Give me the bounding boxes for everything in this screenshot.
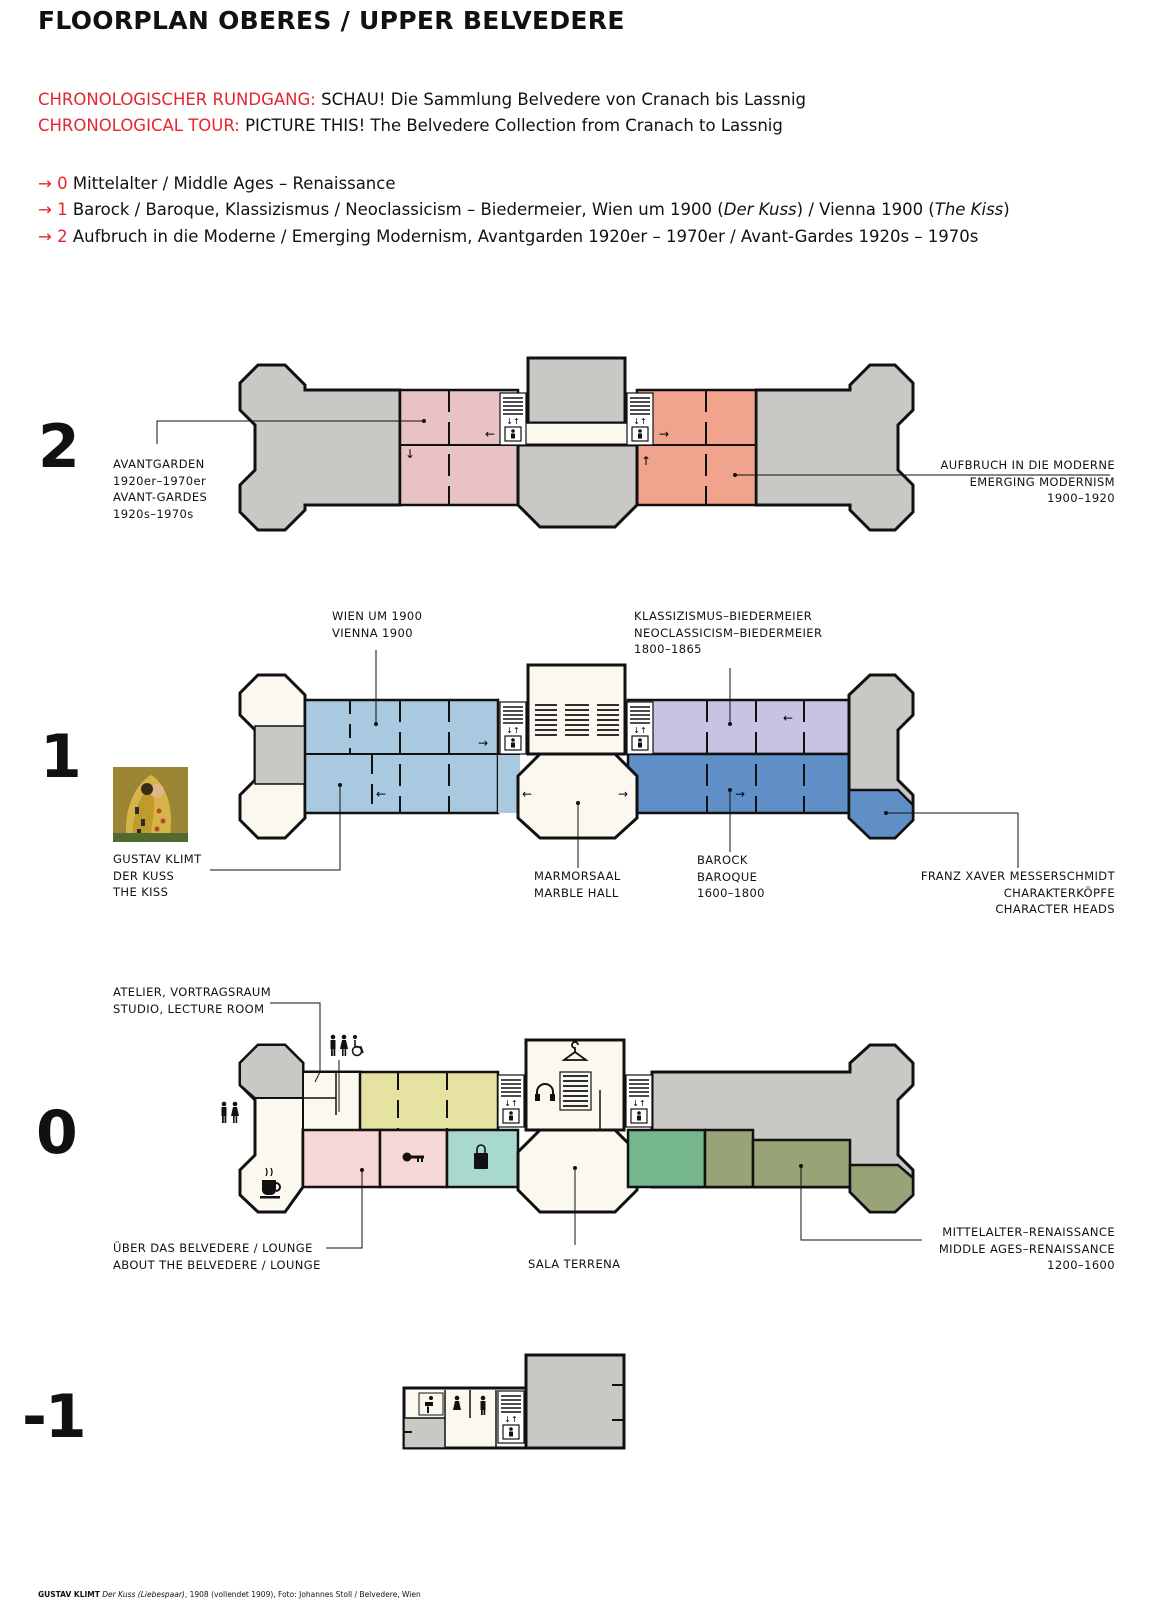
toilet-icon [221,1101,239,1123]
level-arrow: → 1 [38,200,68,219]
label-about-belvedere: ÜBER DAS BELVEDERE / LOUNGE ABOUT THE BE… [113,1241,321,1272]
room-aufbruch [635,388,758,507]
tour-de-label: CHRONOLOGISCHER RUNDGANG: [38,90,316,109]
label-aufbruch: AUFBRUCH IN DIE MODERNE EMERGING MODERNI… [940,458,1115,505]
label-sala-terrena: SALA TERRENA [528,1257,621,1271]
audioguide-icon [535,1083,555,1101]
label-atelier: ATELIER, VORTRAGSRAUM STUDIO, LECTURE RO… [113,985,272,1016]
credit-artist: GUSTAV KLIMT [38,1590,100,1599]
wing-left [238,363,402,532]
level-line-1: → 1 Barock / Baroque, Klassizismus / Neo… [38,200,1010,219]
label-mittelalter: MITTELALTER–RENAISSANCE MIDDLE AGES–RENA… [938,1225,1115,1272]
level-arrow: → 0 [38,174,68,193]
arrow-icon: → [618,787,628,801]
room-about-belvedere [301,1128,382,1189]
elevator-icon [626,392,654,446]
floor-2-plan: ← → ↓ ↑ [156,356,1110,532]
floor-number-2: 2 [38,412,80,482]
locker-icon [402,1152,424,1162]
floor-minus1-plan [402,1353,626,1450]
arrow-icon: ← [376,787,386,801]
room-green [626,1128,707,1189]
floor-1-plan: → ← ← → → ← [210,650,1019,871]
wing-right [754,363,915,532]
marble-hall [516,752,639,840]
sala-terrena [516,1128,639,1214]
level-text: ) [1003,200,1010,219]
level-text: Aufbruch in die Moderne / Emerging Moder… [72,227,979,246]
credit-rest: , 1908 (vollendet 1909), Foto: Johannes … [184,1590,421,1599]
arrow-icon: → [478,736,488,750]
label-messerschmidt: FRANZ XAVER MESSERSCHMIDT CHARAKTERKÖPFE… [920,869,1115,916]
toilet-icon [425,1395,486,1415]
level-arrow: → 2 [38,227,68,246]
tour-en-text: PICTURE THIS! The Belvedere Collection f… [245,116,783,135]
page-title: FLOORPLAN OBERES / UPPER BELVEDERE [38,6,625,35]
arrow-icon: ↓ [405,447,415,461]
level-line-0: → 0 Mittelalter / Middle Ages – Renaissa… [38,174,395,193]
tour-de: CHRONOLOGISCHER RUNDGANG: SCHAU! Die Sam… [38,90,806,109]
label-klimt-kiss: GUSTAV KLIMT DER KUSS THE KISS [113,852,202,899]
elevator-icon [499,392,527,446]
room-wien-1900 [303,698,500,815]
floor-0-plan [221,1002,922,1249]
label-marble-hall: MARMORSAAL MARBLE HALL [534,869,621,900]
elevator-icon [497,1390,525,1444]
tour-en-label: CHRONOLOGICAL TOUR: [38,116,240,135]
cafe-icon [260,1167,281,1199]
elevator-icon [497,1074,525,1128]
room-yellow [358,1070,500,1132]
room-barock [626,752,851,815]
floor-number-minus1: -1 [22,1382,87,1452]
arrow-icon: ← [485,427,495,441]
label-wien-1900: WIEN UM 1900 VIENNA 1900 [332,609,423,640]
level-text: Barock / Baroque, Klassizismus / Neoclas… [72,200,724,219]
level-line-2: → 2 Aufbruch in die Moderne / Emerging M… [38,227,978,246]
room-messerschmidt [847,788,915,840]
wheelchair-icon [351,1035,364,1057]
elevator-icon [626,701,654,755]
tour-de-text: SCHAU! Die Sammlung Belvedere von Cranac… [321,90,806,109]
cloakroom-icon [561,1041,589,1061]
level-text: ) / Vienna 1900 ( [796,200,935,219]
label-klassizismus: KLASSIZISMUS–BIEDERMEIER NEOCLASSICISM–B… [634,609,823,656]
room-klassizismus [626,698,851,756]
arrow-icon: ← [783,711,793,725]
center-bottom [516,443,639,529]
arrow-icon: → [659,427,669,441]
credit-work: Der Kuss (Liebespaar) [102,1590,185,1599]
label-barock: BAROCK BAROQUE 1600–1800 [697,853,765,900]
toilet-icon [330,1034,348,1056]
arrow-icon: → [735,787,745,801]
floor-number-0: 0 [36,1098,78,1168]
center-top [526,356,627,425]
studio [302,1071,361,1131]
photo-credit: GUSTAV KLIMT Der Kuss (Liebespaar), 1908… [38,1590,421,1599]
klimt-kiss-image [113,767,188,842]
elevator-icon [499,701,527,755]
level-text-italic: The Kiss [934,200,1004,219]
tour-en: CHRONOLOGICAL TOUR: PICTURE THIS! The Be… [38,116,783,135]
center-corridor [517,422,638,446]
label-avantgarden: AVANTGARDEN 1920er–1970er AVANT-GARDES 1… [113,457,208,521]
elevator-icon [625,1074,653,1128]
shop-icon [474,1144,488,1169]
arrow-icon: ← [522,787,532,801]
level-text-italic: Der Kuss [723,200,797,219]
room-olive-1 [703,1128,755,1189]
arrow-icon: ↑ [641,454,651,468]
level-text: Mittelalter / Middle Ages – Renaissance [72,174,396,193]
floor-number-1: 1 [40,722,82,792]
